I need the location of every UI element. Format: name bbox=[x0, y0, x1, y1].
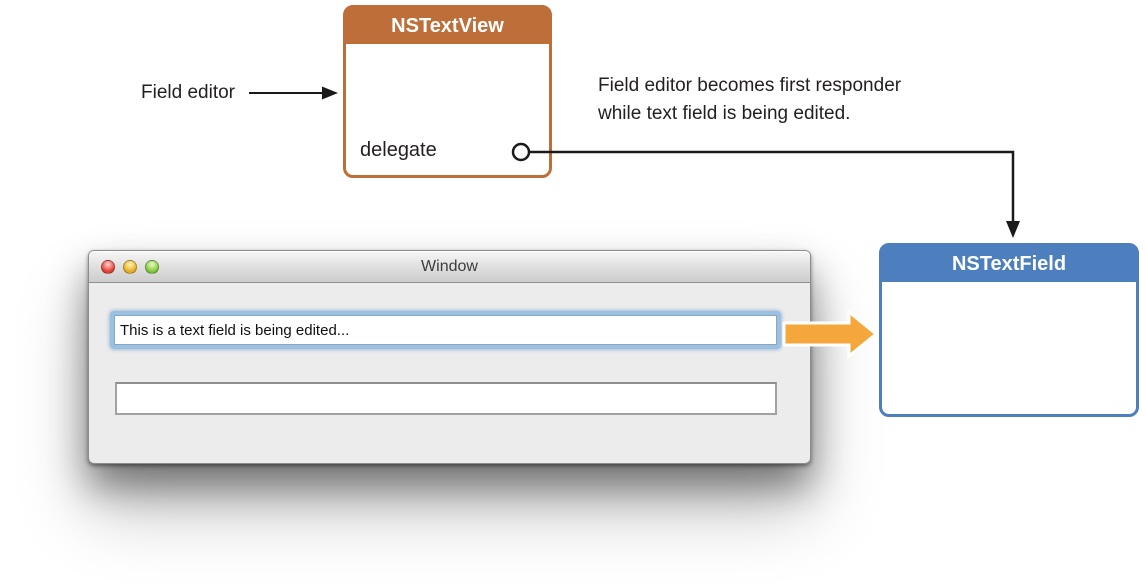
delegate-label: delegate bbox=[360, 139, 437, 161]
annotation-line-2: while text field is being edited. bbox=[598, 103, 851, 124]
delegate-connector-arrowhead bbox=[1006, 221, 1020, 238]
nstextfield-title: NSTextField bbox=[951, 253, 1067, 275]
field-editor-label: Field editor bbox=[141, 82, 235, 103]
nstextfield-header: NSTextField bbox=[882, 246, 1136, 282]
empty-text-field[interactable] bbox=[115, 382, 777, 415]
focused-text-field[interactable] bbox=[114, 315, 777, 345]
nstextview-node: NSTextView delegate bbox=[343, 5, 552, 178]
focus-ring bbox=[110, 311, 781, 349]
delegate-connector-line bbox=[529, 150, 1015, 222]
minimize-button-icon[interactable] bbox=[123, 259, 137, 274]
window-title: Window bbox=[421, 258, 478, 275]
nstextview-header: NSTextView bbox=[346, 8, 549, 44]
close-button-icon[interactable] bbox=[101, 259, 115, 274]
window-title-bar[interactable]: Window bbox=[89, 251, 810, 283]
zoom-button-icon[interactable] bbox=[145, 259, 159, 274]
traffic-lights bbox=[101, 259, 159, 274]
annotation-text: Field editor becomes first responder whi… bbox=[598, 72, 901, 128]
nstextfield-node: NSTextField bbox=[879, 243, 1139, 417]
nstextview-title: NSTextView bbox=[391, 15, 504, 37]
field-editor-arrowhead bbox=[322, 86, 338, 100]
annotation-line-1: Field editor becomes first responder bbox=[598, 75, 902, 96]
mac-window: Window bbox=[88, 250, 811, 464]
